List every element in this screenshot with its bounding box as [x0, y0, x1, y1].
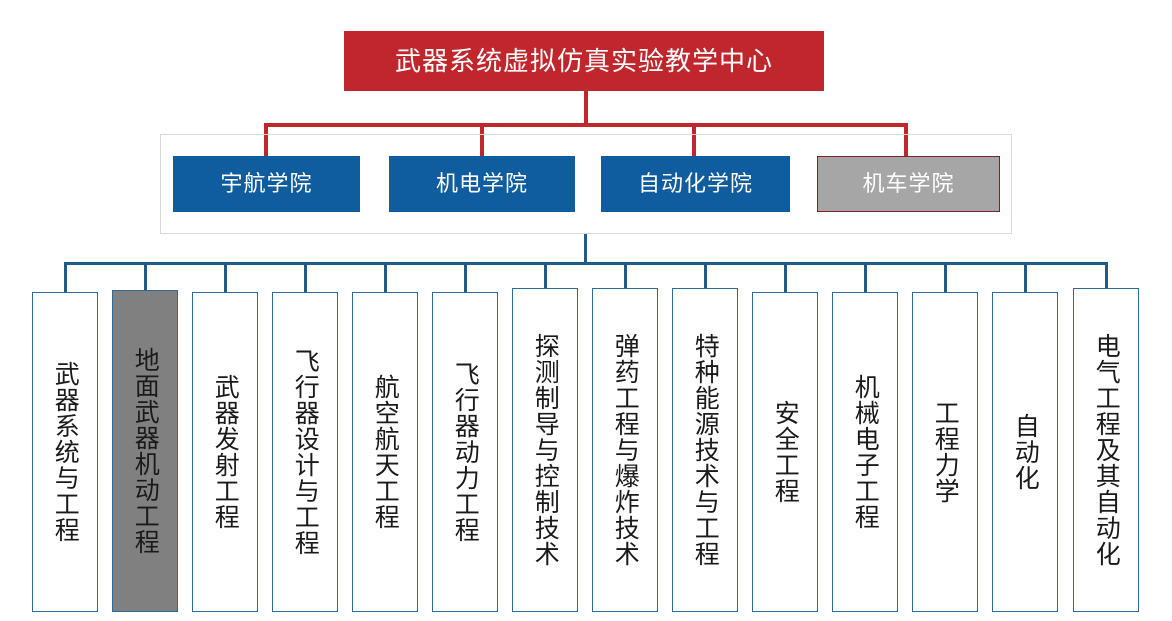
major-node-label: 武器发射工程 — [211, 374, 240, 530]
blue-connector-drop-10 — [784, 262, 787, 293]
blue-connector-drop-14 — [1105, 262, 1108, 289]
blue-connector-drop-7 — [544, 262, 547, 289]
major-node-7[interactable]: 探测制导与控制技术 — [512, 288, 578, 612]
schools-group-container — [160, 134, 1012, 234]
major-node-8[interactable]: 弹药工程与爆炸技术 — [592, 288, 658, 612]
blue-connector-drop-1 — [64, 262, 67, 293]
school-node-label: 自动化学院 — [637, 171, 753, 196]
major-node-4[interactable]: 飞行器设计与工程 — [272, 292, 338, 612]
school-node-label: 宇航学院 — [220, 171, 313, 196]
red-connector-drop-1 — [264, 123, 268, 156]
school-node-zidonghua[interactable]: 自动化学院 — [601, 156, 790, 212]
school-node-label: 机车学院 — [862, 171, 955, 196]
school-node-label: 机电学院 — [435, 171, 528, 196]
blue-connector-drop-6 — [464, 262, 467, 293]
red-connector-drop-4 — [904, 123, 908, 156]
major-node-2[interactable]: 地面武器机动工程 — [112, 290, 178, 612]
major-node-label: 航空航天工程 — [371, 374, 400, 530]
major-node-label: 飞行器设计与工程 — [291, 348, 320, 556]
root-node-label: 武器系统虚拟仿真实验教学中心 — [394, 46, 773, 76]
major-node-11[interactable]: 机械电子工程 — [832, 292, 898, 612]
major-node-9[interactable]: 特种能源技术与工程 — [672, 288, 738, 612]
major-node-5[interactable]: 航空航天工程 — [352, 292, 418, 612]
major-node-label: 武器系统与工程 — [51, 361, 80, 543]
school-node-jidian[interactable]: 机电学院 — [389, 156, 575, 212]
major-node-label: 电气工程及其自动化 — [1092, 333, 1121, 567]
blue-connector-trunk — [584, 234, 587, 264]
school-node-jiche[interactable]: 机车学院 — [817, 156, 1000, 212]
major-node-3[interactable]: 武器发射工程 — [192, 292, 258, 612]
blue-connector-drop-12 — [944, 262, 947, 293]
blue-connector-drop-9 — [704, 262, 707, 289]
major-node-label: 工程力学 — [931, 400, 960, 504]
major-node-label: 自动化 — [1011, 413, 1040, 491]
major-node-label: 机械电子工程 — [851, 374, 880, 530]
major-node-label: 特种能源技术与工程 — [691, 333, 720, 567]
red-connector-drop-2 — [480, 123, 484, 156]
blue-connector-drop-8 — [624, 262, 627, 289]
school-node-yuhang[interactable]: 宇航学院 — [173, 156, 360, 212]
blue-connector-drop-5 — [384, 262, 387, 293]
blue-connector-drop-4 — [304, 262, 307, 293]
red-connector-root-stem — [584, 91, 588, 126]
red-connector-horizontal-bus — [264, 123, 908, 127]
blue-connector-drop-3 — [224, 262, 227, 293]
major-node-label: 飞行器动力工程 — [451, 361, 480, 543]
blue-connector-drop-2 — [144, 262, 147, 291]
major-node-1[interactable]: 武器系统与工程 — [32, 292, 98, 612]
major-node-12[interactable]: 工程力学 — [912, 292, 978, 612]
red-connector-drop-3 — [692, 123, 696, 156]
major-node-label: 弹药工程与爆炸技术 — [611, 333, 640, 567]
blue-connector-drop-13 — [1024, 262, 1027, 293]
root-node-teaching-center[interactable]: 武器系统虚拟仿真实验教学中心 — [344, 31, 824, 91]
major-node-label: 地面武器机动工程 — [131, 347, 160, 555]
blue-connector-drop-11 — [864, 262, 867, 293]
major-node-6[interactable]: 飞行器动力工程 — [432, 292, 498, 612]
major-node-label: 安全工程 — [771, 400, 800, 504]
major-node-13[interactable]: 自动化 — [992, 292, 1058, 612]
blue-connector-horizontal-bus — [64, 262, 1108, 265]
major-node-label: 探测制导与控制技术 — [531, 333, 560, 567]
major-node-10[interactable]: 安全工程 — [752, 292, 818, 612]
major-node-14[interactable]: 电气工程及其自动化 — [1073, 288, 1139, 612]
